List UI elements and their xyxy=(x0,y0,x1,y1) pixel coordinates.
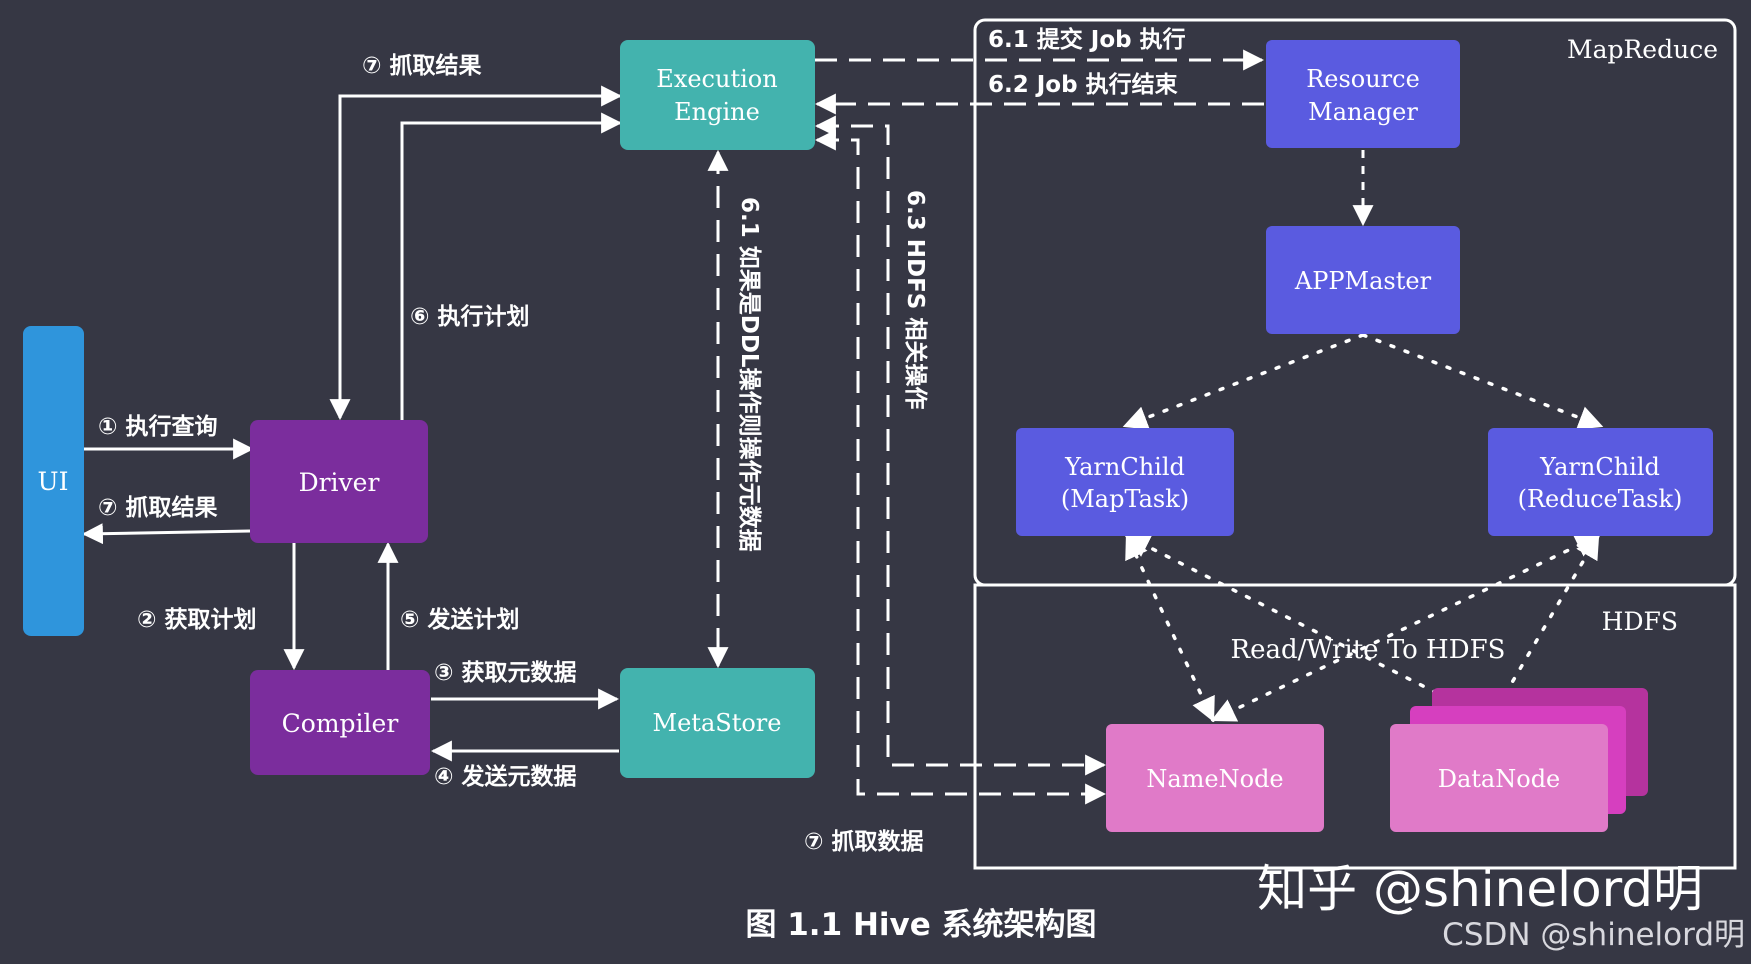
node-metastore: MetaStore xyxy=(620,668,815,778)
label-ddl-meta: 6.1 如果是DDL操作则操作元数据 xyxy=(736,197,762,552)
hdfs-region-label: HDFS xyxy=(1602,607,1678,636)
arrow-namenode-maptask xyxy=(1125,533,1215,723)
watermark-zhihu: 知乎 @shinelord明 xyxy=(1257,860,1703,918)
node-exec-label-line2: Engine xyxy=(674,98,760,126)
node-appmaster-label: APPMaster xyxy=(1294,267,1432,295)
node-appmaster: APPMaster xyxy=(1266,226,1460,334)
label-exec-plan: ⑥ 执行计划 xyxy=(410,303,529,330)
node-driver-label: Driver xyxy=(299,468,380,497)
label-read-write-hdfs: Read/Write To HDFS xyxy=(1231,635,1506,665)
label-get-plan: ② 获取计划 xyxy=(137,607,256,633)
node-maptask-label-line2: (MapTask) xyxy=(1061,485,1189,513)
node-datanode-label: DataNode xyxy=(1438,765,1561,793)
node-ui: UI xyxy=(23,326,84,636)
mapreduce-region-label: MapReduce xyxy=(1567,35,1718,64)
label-hdfs-ops: 6.3 HDFS 相关操作 xyxy=(902,190,929,409)
edge-labels: ① 执行查询 ⑦ 抓取结果 ⑦ 抓取结果 ⑥ 执行计划 ② 获取计划 ⑤ 发送计… xyxy=(98,26,1505,855)
node-datanode-stack: DataNode xyxy=(1390,688,1648,832)
arrow-exec-to-driver xyxy=(329,85,623,421)
node-yarnchild-maptask: YarnChild (MapTask) xyxy=(1016,428,1234,536)
node-driver: Driver xyxy=(250,420,428,543)
node-maptask-label-line1: YarnChild xyxy=(1064,453,1185,481)
label-get-meta: ③ 获取元数据 xyxy=(434,660,576,686)
node-resource-manager: Resource Manager xyxy=(1266,40,1460,148)
dotted-arrows xyxy=(1122,333,1604,723)
node-compiler-label: Compiler xyxy=(282,709,399,738)
arrow-namenode-reducetask xyxy=(1210,534,1601,722)
node-yarnchild-reducetask: YarnChild (ReduceTask) xyxy=(1488,428,1713,536)
datanode-stack-front xyxy=(1390,724,1608,832)
label-fetch-result-top: ⑦ 抓取结果 xyxy=(362,53,481,79)
node-ui-label: UI xyxy=(38,467,69,496)
arrow-driver-to-ui xyxy=(81,523,251,545)
label-exec-query: ① 执行查询 xyxy=(98,413,217,440)
label-send-meta: ④ 发送元数据 xyxy=(434,763,576,790)
node-execution-engine: Execution Engine xyxy=(620,40,815,150)
arrow-exec-namenode-fetch xyxy=(814,129,1107,805)
label-fetch-data: ⑦ 抓取数据 xyxy=(804,829,923,855)
node-rm-label-line2: Manager xyxy=(1308,98,1418,126)
watermark-csdn: CSDN @shinelord明 xyxy=(1442,917,1745,953)
solid-arrows xyxy=(81,85,623,762)
arrow-driver-to-exec xyxy=(400,112,623,420)
figure-caption: 图 1.1 Hive 系统架构图 xyxy=(745,907,1096,943)
label-job-done: 6.2 Job 执行结束 xyxy=(988,71,1179,98)
node-metastore-label: MetaStore xyxy=(653,709,782,737)
node-rm-label-line1: Resource xyxy=(1306,65,1420,93)
label-fetch-result-ui: ⑦ 抓取结果 xyxy=(98,495,217,521)
dashed-arrows xyxy=(707,49,1374,805)
node-reducetask-label-line1: YarnChild xyxy=(1539,453,1660,481)
node-namenode-label: NameNode xyxy=(1146,765,1283,793)
arrow-datanode-reducetask xyxy=(1488,533,1600,723)
arrow-appmaster-to-maptask xyxy=(1122,333,1365,430)
node-compiler: Compiler xyxy=(250,670,430,775)
node-exec-label-line1: Execution xyxy=(656,65,777,93)
label-send-plan: ⑤ 发送计划 xyxy=(400,606,519,633)
label-submit-job: 6.1 提交 Job 执行 xyxy=(988,26,1186,53)
node-reducetask-label-line2: (ReduceTask) xyxy=(1518,485,1683,513)
node-namenode: NameNode xyxy=(1106,724,1324,832)
arrow-appmaster-to-reducetask xyxy=(1361,333,1604,430)
